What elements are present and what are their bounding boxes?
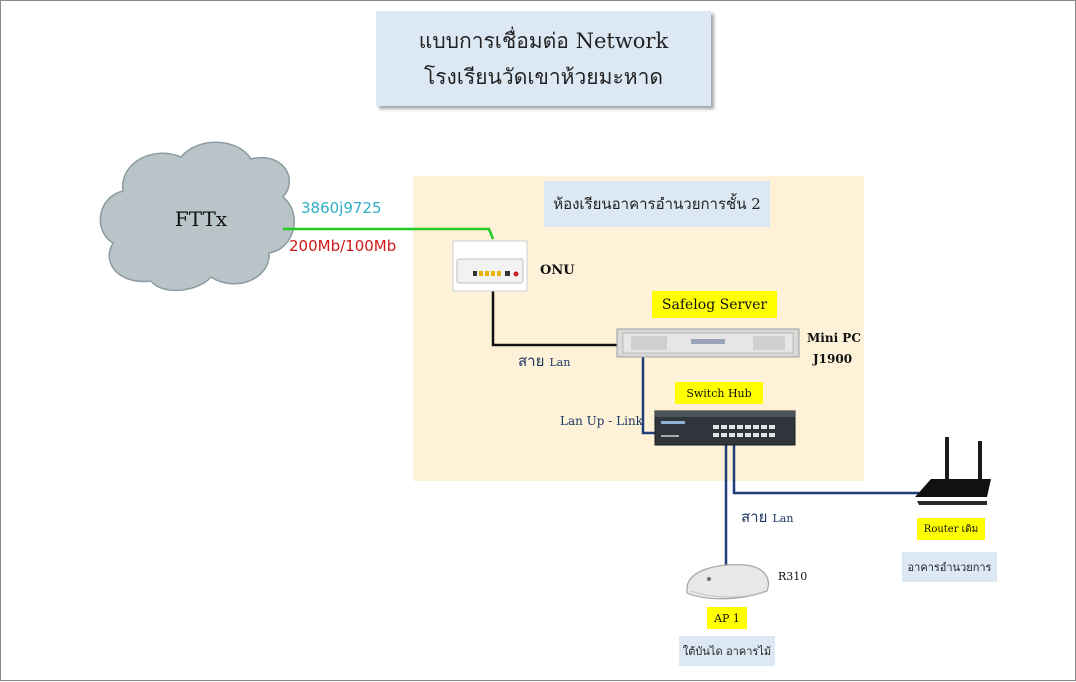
- router-location: อาคารอำนวยการ: [902, 552, 997, 582]
- fiber-cable: [283, 227, 495, 240]
- router-device: [915, 437, 991, 505]
- ap-device: [686, 564, 769, 600]
- title-line-1: แบบการเชื่อมต่อ Network: [418, 28, 669, 53]
- ap-tag: AP 1: [707, 607, 747, 629]
- fiber-speed: 200Mb/100Mb: [289, 237, 397, 255]
- lan-label-switch-ap: สาย Lan: [741, 505, 793, 529]
- ap-location: ใต้บันได อาคารไม้: [679, 636, 775, 666]
- uplink-label: Lan Up - Link: [560, 414, 643, 428]
- server-name-line-2: J1900: [813, 352, 853, 366]
- switch-tag: Switch Hub: [675, 382, 763, 404]
- diagram-title: แบบการเชื่อมต่อ Network โรงเรียนวัดเขาห้…: [376, 11, 711, 106]
- circuit-id: 3860j9725: [301, 199, 382, 217]
- lan-prefix: สาย: [518, 352, 545, 370]
- lan-suffix: Lan: [549, 356, 571, 369]
- lan-prefix: สาย: [741, 508, 768, 526]
- server-device: [616, 328, 800, 358]
- onu-server-cable: [491, 287, 617, 347]
- server-tag: Safelog Server: [652, 291, 777, 318]
- fttx-cloud: [99, 141, 295, 292]
- router-tag: Router เดิม: [917, 518, 985, 540]
- lan-suffix: Lan: [772, 512, 794, 525]
- lan-label-onu-server: สาย Lan: [518, 349, 570, 373]
- fttx-label: FTTx: [174, 207, 228, 231]
- ap-model: R310: [778, 570, 808, 583]
- uplink-cable: [641, 357, 657, 435]
- room-zone-label: ห้องเรียนอาคารอำนวยการชั้น 2: [544, 181, 770, 227]
- switch-router-cable: [732, 445, 919, 495]
- title-line-2: โรงเรียนวัดเขาห้วยมะหาด: [423, 64, 664, 89]
- server-name-line-1: Mini PC: [807, 331, 861, 345]
- onu-label: ONU: [540, 263, 575, 278]
- switch-device: [654, 410, 796, 446]
- onu-device: [452, 240, 528, 292]
